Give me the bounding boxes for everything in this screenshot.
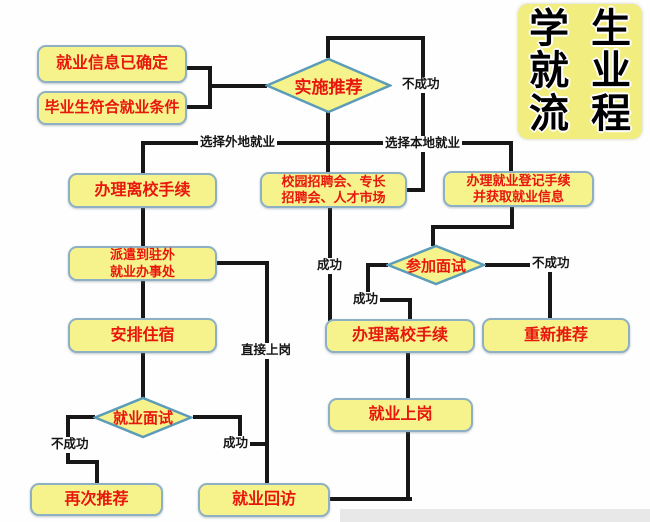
connector-line [406, 430, 410, 501]
connector-line [366, 263, 388, 267]
connector-line [330, 497, 412, 501]
node-label: 招聘会、人才市场 [281, 190, 386, 205]
connector-line [326, 36, 425, 40]
connector-line [548, 264, 552, 320]
connector-line [141, 141, 145, 175]
node-employment-follow-up: 就业回访 [198, 483, 330, 517]
node-job-fairs: 校园招聘会、专长 招聘会、人才市场 [260, 172, 407, 208]
node-label: 就业上岗 [368, 406, 433, 423]
edge-label-choose-local: 选择本地就业 [383, 136, 463, 152]
connector-line [326, 36, 330, 58]
title-char: 业 [591, 49, 631, 94]
node-dispatch-office: 派遣到驻外 就业办事处 [68, 246, 217, 281]
connector-line [265, 261, 269, 485]
node-re-recommendation: 重新推荐 [482, 318, 630, 353]
connector-line [66, 460, 99, 464]
node-label: 就业回访 [231, 491, 296, 508]
decision-employment-interview: 就业面试 [93, 396, 193, 439]
node-start-work: 就业上岗 [328, 398, 473, 432]
connector-line [408, 298, 412, 321]
node-label: 重新推荐 [523, 326, 588, 344]
connector-line [406, 188, 425, 192]
node-label: 安排住宿 [110, 326, 175, 344]
node-label: 再次推荐 [64, 490, 129, 508]
node-recommend-again: 再次推荐 [30, 483, 163, 516]
title-char: 学 [529, 7, 569, 52]
edge-label-interview-fail: 不成功 [530, 256, 572, 272]
connector-line [431, 225, 435, 246]
connector-line [366, 263, 370, 302]
title-char: 就 [529, 49, 569, 94]
node-label: 就业办事处 [109, 263, 175, 279]
connector-line [421, 36, 425, 192]
connector-line [509, 141, 513, 173]
node-employment-info-confirmed: 就业信息已确定 [37, 45, 187, 83]
edge-label-final-interview-fail: 不成功 [49, 437, 91, 453]
node-label: 实施推荐 [294, 78, 363, 97]
title-char: 程 [591, 91, 631, 136]
connector-line [141, 206, 145, 248]
connector-line [485, 263, 532, 267]
connector-line [143, 141, 513, 145]
node-label: 就业信息已确定 [55, 55, 168, 72]
node-label: 校园招聘会、专长 [281, 173, 386, 189]
node-label: 办理离校手续 [94, 181, 191, 199]
node-label: 参加面试 [405, 257, 466, 275]
node-graduate-qualified: 毕业生符合就业条件 [37, 91, 187, 125]
connector-line [238, 442, 269, 446]
page-title: 学 生 就 业 流 程 [518, 4, 642, 139]
edge-label-direct-to-post: 直接上岗 [239, 343, 294, 359]
connector-line [141, 279, 145, 320]
edge-label-final-interview-success: 成功 [221, 436, 251, 452]
connector-line [208, 84, 267, 88]
connector-line [217, 261, 269, 265]
connector-line [141, 351, 145, 398]
connector-line [431, 225, 514, 229]
scan-artifact-band [340, 509, 650, 522]
node-label: 办理离校手续 [351, 327, 448, 344]
connector-line [406, 351, 410, 400]
node-leave-school-procedure-left: 办理离校手续 [68, 173, 217, 208]
node-label: 办理就业登记手续 [466, 172, 571, 188]
node-label: 派遣到驻外 [109, 247, 175, 263]
connector-line [510, 205, 514, 229]
connector-line [95, 460, 99, 485]
node-employment-registration: 办理就业登记手续 并获取就业信息 [443, 171, 594, 207]
node-leave-school-procedure-right: 办理离校手续 [325, 319, 475, 353]
title-row: 学 生 [518, 9, 642, 49]
node-label: 毕业生符合就业条件 [44, 98, 180, 116]
connector-line [187, 66, 212, 70]
title-char: 生 [591, 7, 631, 52]
node-label: 并获取就业信息 [472, 189, 564, 204]
edge-label-fair-success: 成功 [315, 258, 345, 274]
title-char: 流 [529, 91, 569, 136]
connector-line [66, 415, 95, 419]
title-row: 流 程 [518, 94, 642, 134]
connector-line [366, 298, 412, 302]
diamond-shape [265, 57, 392, 114]
connector-line [187, 105, 212, 109]
node-label: 就业面试 [112, 410, 173, 427]
title-row: 就 业 [518, 51, 642, 91]
diamond-shape [93, 396, 193, 439]
edge-label-interview-success: 成功 [351, 292, 381, 308]
decision-attend-interview: 参加面试 [386, 244, 486, 286]
node-arrange-accommodation: 安排住宿 [68, 318, 217, 353]
diamond-shape [386, 244, 486, 286]
edge-label-recommendation-fail: 不成功 [400, 77, 442, 93]
connector-line [238, 415, 242, 446]
connector-line [193, 415, 242, 419]
decision-implement-recommendation: 实施推荐 [265, 57, 392, 114]
edge-label-choose-remote: 选择外地就业 [198, 135, 278, 151]
